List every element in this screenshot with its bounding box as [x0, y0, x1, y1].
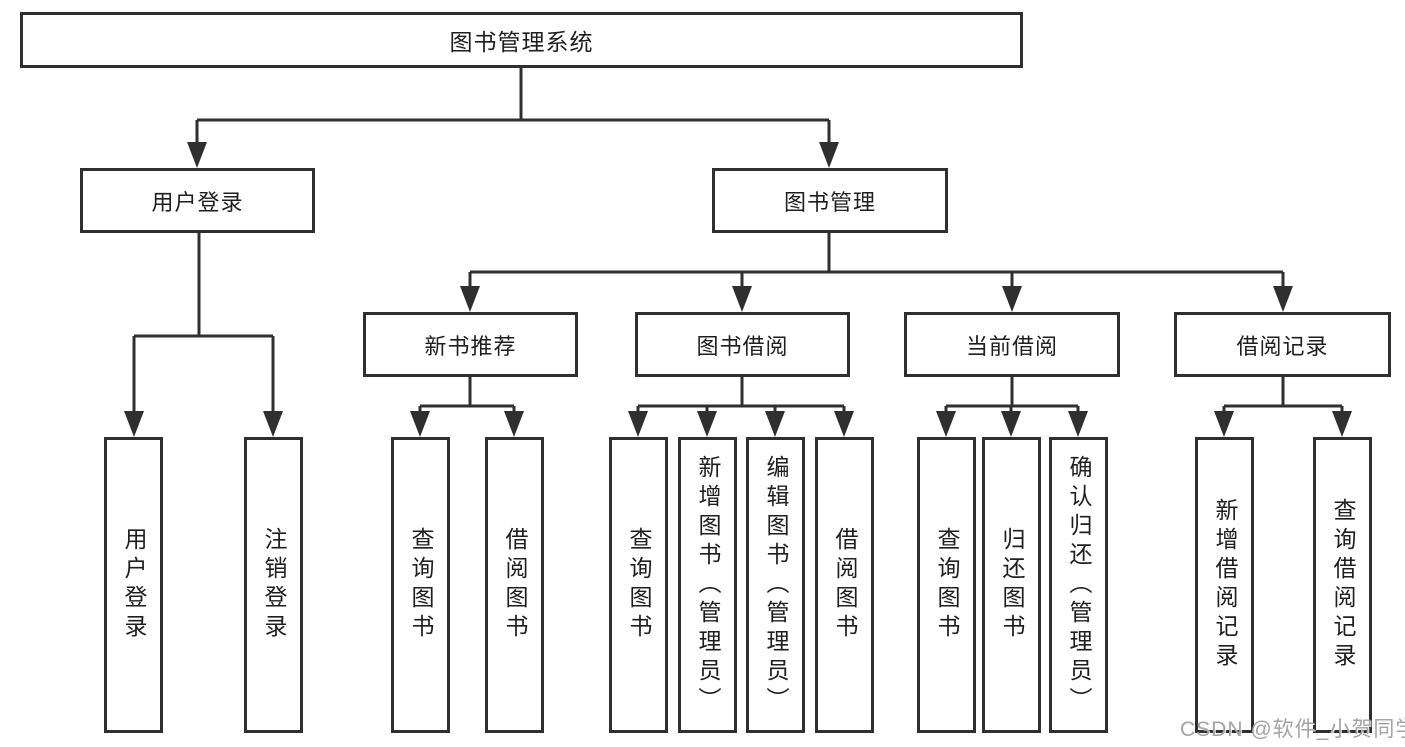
leaf-confirm-return-admin: 确认归还（管理员） [1049, 437, 1108, 733]
node-label: 当前借阅 [965, 333, 1058, 359]
node-label: 查询图书 [626, 527, 652, 643]
leaf-add-book-admin: 新增图书（管理员） [678, 437, 737, 733]
node-label: 注销登录 [261, 527, 287, 643]
node-label: 查询图书 [934, 527, 960, 643]
leaf-borrow-books-1: 借阅图书 [485, 437, 544, 733]
arrowheads [124, 142, 1352, 437]
leaf-search-books-1: 查询图书 [391, 437, 450, 733]
node-label: 归还图书 [999, 527, 1025, 643]
watermark-text: CSDN @软件_小贺同学 [1180, 718, 1405, 741]
node-label: 新书推荐 [424, 333, 517, 359]
node-label: 借阅图书 [832, 527, 858, 643]
leaf-search-books-2: 查询图书 [609, 437, 668, 733]
node-label: 图书管理系统 [449, 29, 594, 55]
node-label: 查询图书 [408, 527, 434, 643]
leaf-add-borrow-record: 新增借阅记录 [1195, 437, 1254, 733]
node-label: 图书管理 [783, 189, 876, 215]
leaf-return-books: 归还图书 [982, 437, 1041, 733]
node-label: 图书借阅 [696, 333, 789, 359]
leaf-edit-book-admin: 编辑图书（管理员） [746, 437, 805, 733]
node-label: 编辑图书（管理员） [763, 454, 789, 716]
node-label: 借阅记录 [1236, 333, 1329, 359]
node-label: 新增借阅记录 [1212, 498, 1238, 672]
node-library-management-system: 图书管理系统 [20, 12, 1023, 68]
node-current-borrowing: 当前借阅 [904, 312, 1120, 377]
node-book-borrowing: 图书借阅 [635, 312, 850, 377]
node-label: 用户登录 [121, 527, 147, 643]
leaf-user-login: 用户登录 [104, 437, 163, 733]
leaf-logout: 注销登录 [244, 437, 303, 733]
node-borrowing-records: 借阅记录 [1174, 312, 1391, 377]
node-label: 借阅图书 [502, 527, 528, 643]
leaf-search-books-3: 查询图书 [917, 437, 976, 733]
leaf-borrow-books-2: 借阅图书 [815, 437, 874, 733]
node-label: 查询借阅记录 [1330, 498, 1356, 672]
node-label: 确认归还（管理员） [1066, 454, 1092, 716]
node-label: 用户登录 [151, 189, 244, 215]
node-label: 新增图书（管理员） [695, 454, 721, 716]
node-user-login: 用户登录 [80, 168, 315, 233]
leaf-search-borrow-record: 查询借阅记录 [1313, 437, 1372, 733]
node-book-management: 图书管理 [712, 168, 948, 233]
node-new-book-recommendation: 新书推荐 [363, 312, 578, 377]
